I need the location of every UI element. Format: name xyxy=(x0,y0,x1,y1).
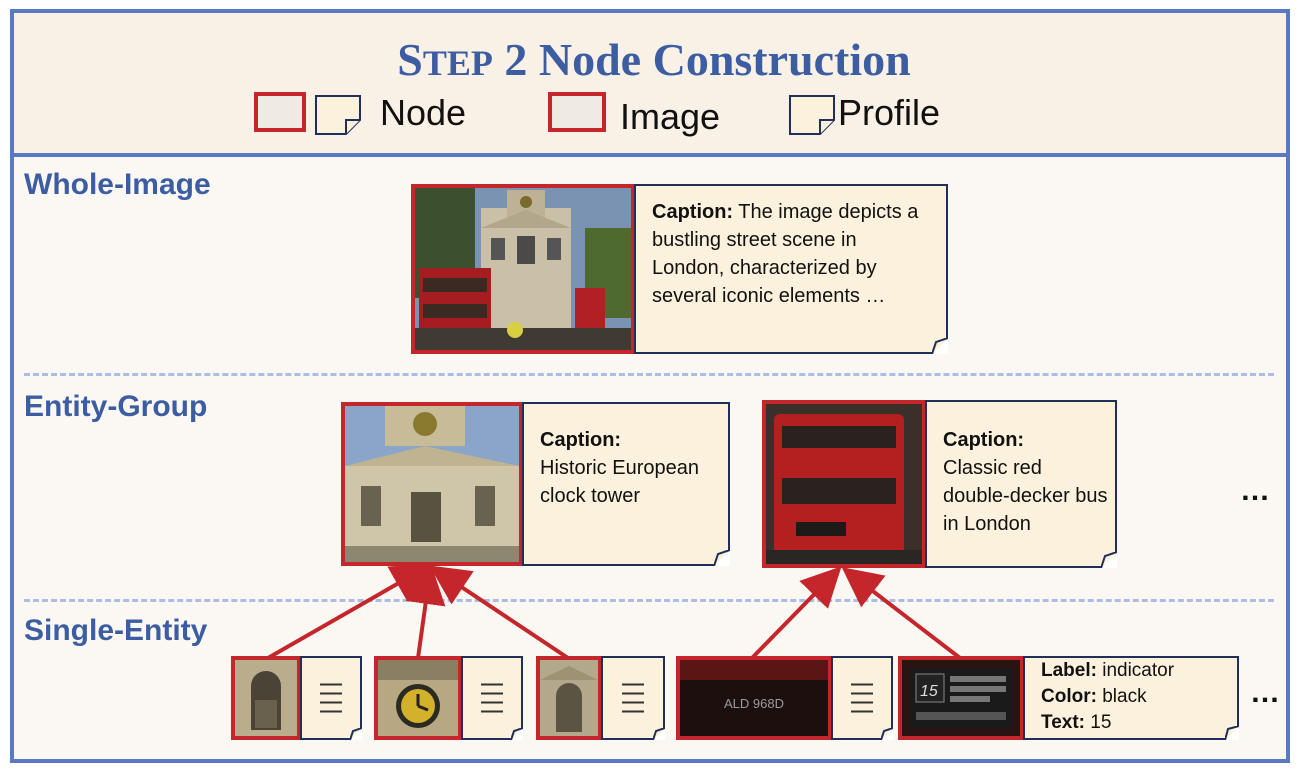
legend-profile-icon xyxy=(789,95,835,135)
attr-color: Color: black xyxy=(1041,686,1147,707)
whole-image-caption: Caption: The image depicts a bustling st… xyxy=(652,201,919,307)
group-bus-thumbnail xyxy=(762,400,926,568)
entity-more-ellipsis: … xyxy=(1250,676,1283,709)
header: STEP 2 Node Construction xyxy=(10,9,1290,157)
legend-image-icon xyxy=(548,92,606,132)
legend-node-image-icon xyxy=(254,92,306,132)
arrow-icon xyxy=(405,564,446,659)
divider-2 xyxy=(24,599,1274,602)
arrow-icon xyxy=(267,564,432,660)
legend-node-profile-icon xyxy=(315,95,361,135)
entity-indicator-profile: Label: indicator Color: black Text: 15 xyxy=(1023,656,1239,740)
group-clock-tower-thumbnail xyxy=(341,402,523,566)
entity-indicator-attributes: Label: indicator Color: black Text: 15 xyxy=(1041,658,1174,736)
group-more-ellipsis: … xyxy=(1240,474,1273,507)
attr-label: Label: indicator xyxy=(1041,660,1175,681)
diagram-title: STEP 2 Node Construction xyxy=(397,34,911,85)
entity-window-thumbnail xyxy=(231,656,301,740)
group-clock-tower-caption: Caption:Historic European clock tower xyxy=(540,429,699,507)
group-bus-caption: Caption:Classic red double-decker bus in… xyxy=(943,429,1108,535)
entity-window-profile xyxy=(300,656,362,740)
entity-door-thumbnail xyxy=(536,656,602,740)
entity-clock-thumbnail xyxy=(374,656,462,740)
plate-text: ALD 968D xyxy=(724,696,784,711)
arrow-icon xyxy=(429,565,570,660)
attr-text: Text: 15 xyxy=(1041,712,1112,733)
group-bus-profile: Caption:Classic red double-decker bus in… xyxy=(925,400,1117,568)
arrow-icon xyxy=(750,566,842,660)
entity-clock-profile xyxy=(461,656,523,740)
entity-indicator-thumbnail: 15 xyxy=(898,656,1024,740)
section-label-single-entity: Single-Entity xyxy=(24,614,208,647)
whole-image-profile: Caption: The image depicts a bustling st… xyxy=(634,184,948,354)
arrow-icon xyxy=(841,567,962,660)
indicator-number: 15 xyxy=(920,683,938,700)
entity-door-profile xyxy=(601,656,665,740)
entity-plate-profile xyxy=(831,656,893,740)
section-label-entity-group: Entity-Group xyxy=(24,390,208,423)
entity-plate-thumbnail: ALD 968D xyxy=(676,656,832,740)
section-label-whole-image: Whole-Image xyxy=(24,168,211,201)
legend-node-label: Node xyxy=(380,92,467,133)
legend-image-label: Image xyxy=(620,96,721,137)
group-clock-tower-profile: Caption:Historic European clock tower xyxy=(522,402,730,566)
whole-image-thumbnail xyxy=(411,184,635,354)
divider-1 xyxy=(24,373,1274,376)
legend-profile-label: Profile xyxy=(838,92,941,133)
